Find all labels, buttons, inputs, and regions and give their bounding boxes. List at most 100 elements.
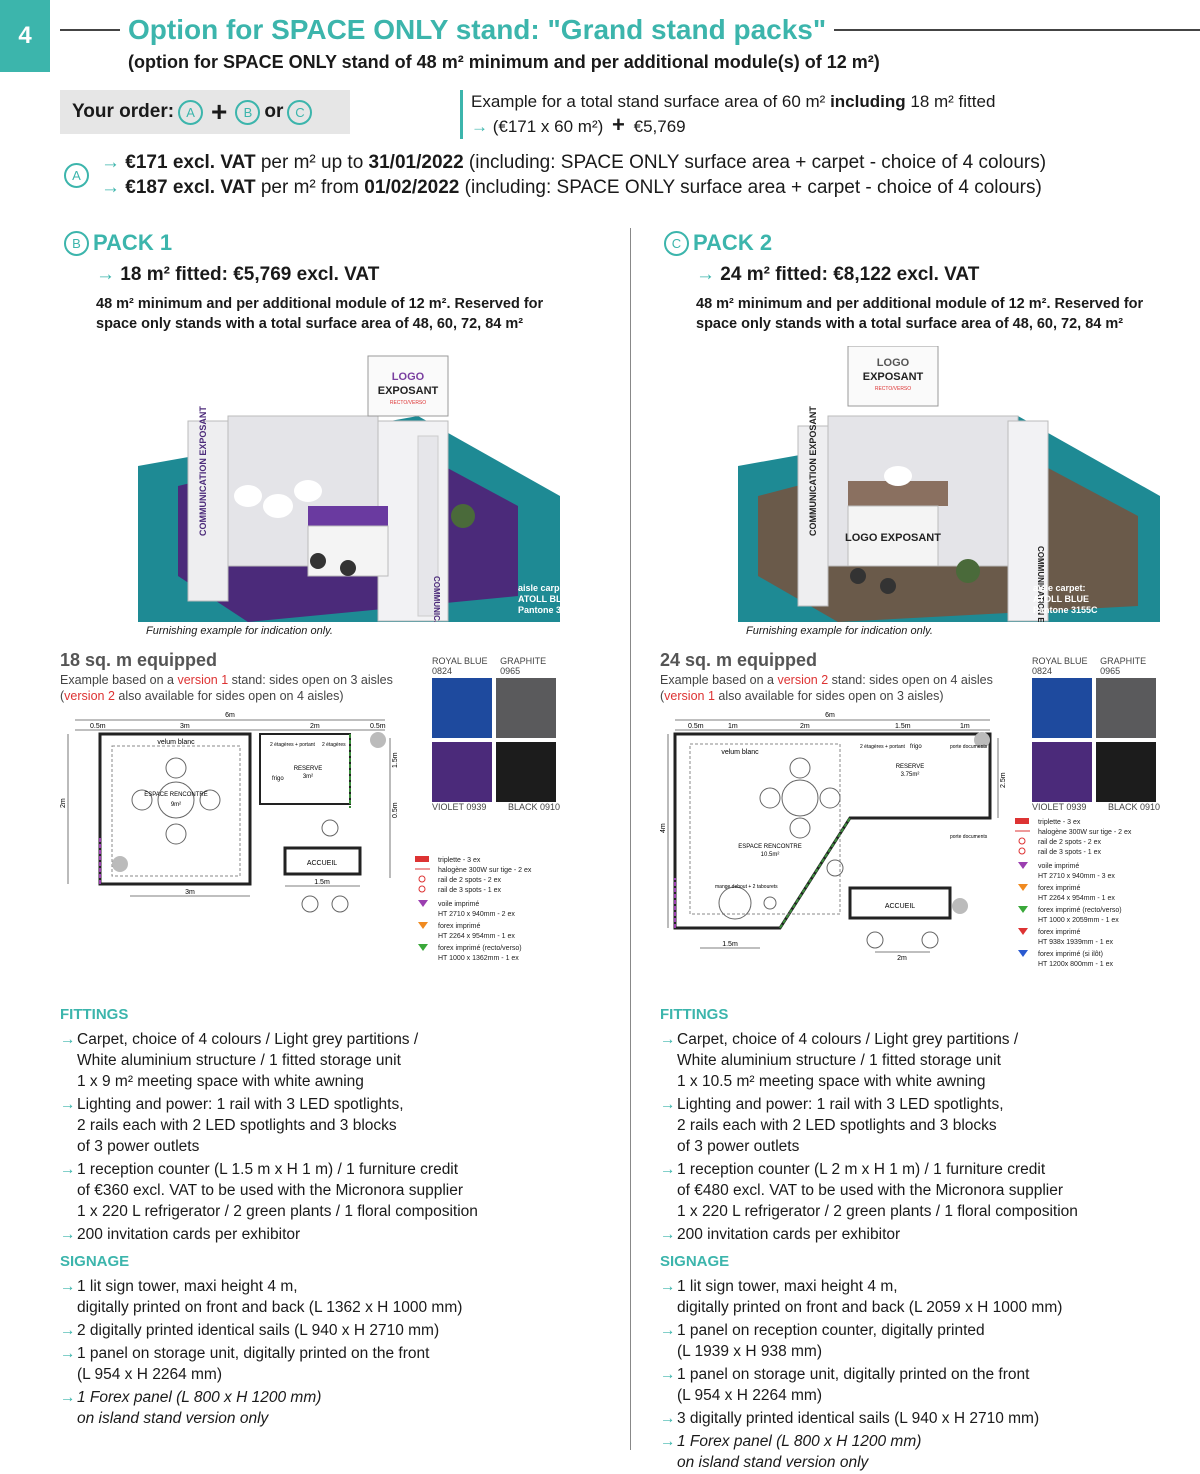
svg-text:10.5m²: 10.5m²	[761, 852, 780, 858]
signage-item: 1 panel on storage unit, digitally print…	[660, 1364, 1190, 1406]
signage-item: 1 lit sign tower, maxi height 4 m, digit…	[660, 1276, 1190, 1318]
render-aisle-label-2: ATOLL BLUE	[1033, 594, 1089, 604]
pack-1-fittings: FITTINGS Carpet, choice of 4 colours / L…	[60, 1006, 590, 1437]
signage-item: 1 lit sign tower, maxi height 4 m, digit…	[60, 1276, 590, 1318]
pack-2-fitted: → 24 m² fitted: €8,122 excl. VAT	[696, 264, 980, 285]
svg-text:ACCUEIL: ACCUEIL	[307, 860, 337, 867]
render-recto-text: RECTO/VERSO	[390, 400, 426, 406]
fitting-item: 200 invitation cards per exhibitor	[60, 1224, 590, 1245]
render-sail-text-2: COMMUNICATION EXPOSANT	[1036, 546, 1045, 622]
svg-text:0.5m: 0.5m	[370, 723, 386, 730]
option-a-prices: A → €171 excl. VAT per m² up to 31/01/20…	[60, 150, 1046, 200]
svg-text:1.5m: 1.5m	[314, 879, 330, 886]
svg-text:frigo: frigo	[910, 744, 922, 750]
render-caption: Furnishing example for indication only.	[146, 625, 333, 637]
option-b-circle: B	[235, 99, 261, 125]
svg-text:2 étagères + portant: 2 étagères + portant	[270, 742, 316, 748]
option-b-circle: B	[64, 230, 89, 256]
your-order-box: Your order: A + B or C	[60, 90, 350, 134]
pack-2-fittings: FITTINGS Carpet, choice of 4 colours / L…	[660, 1006, 1190, 1474]
svg-text:rail de 3 spots - 1 ex: rail de 3 spots - 1 ex	[1038, 849, 1102, 856]
svg-text:1m: 1m	[960, 723, 970, 730]
svg-text:RESERVE: RESERVE	[294, 766, 323, 772]
svg-text:porte documents: porte documents	[950, 834, 988, 840]
svg-text:porte documents: porte documents	[950, 744, 988, 750]
pack-1-fitted: → 18 m² fitted: €5,769 excl. VAT	[96, 264, 380, 285]
svg-text:triplette - 3 ex: triplette - 3 ex	[1038, 819, 1081, 826]
svg-text:rail de 3 spots - 1 ex: rail de 3 spots - 1 ex	[438, 887, 502, 894]
swatch-violet	[432, 742, 492, 802]
price-line-2: → €187 excl. VAT per m² from 01/02/2022 …	[101, 177, 1042, 198]
signage-heading: SIGNAGE	[660, 1253, 730, 1270]
svg-text:forex imprimé (recto/verso): forex imprimé (recto/verso)	[1038, 907, 1122, 914]
svg-text:2m: 2m	[800, 723, 810, 730]
render-aisle-label-1: aisle carpet:	[518, 583, 560, 593]
render-logo-text: LOGO	[877, 357, 910, 369]
svg-text:2 étagères: 2 étagères	[322, 742, 346, 748]
swatch-black	[496, 742, 556, 802]
your-order-label: Your order:	[72, 101, 175, 122]
svg-text:frigo: frigo	[272, 776, 284, 782]
fitting-item: 1 reception counter (L 2 m x H 1 m) / 1 …	[660, 1159, 1190, 1222]
svg-text:1m: 1m	[728, 723, 738, 730]
svg-text:forex imprimé (si ilôt): forex imprimé (si ilôt)	[1038, 951, 1103, 958]
title-rule-left	[60, 29, 120, 31]
swatch-royal-blue	[1032, 678, 1092, 738]
arrow-icon: →	[101, 177, 120, 198]
equipped-note: Example based on a version 2 stand: side…	[660, 673, 993, 703]
render-aisle-label-2: ATOLL BLUE	[518, 594, 560, 604]
svg-text:9m²: 9m²	[171, 802, 181, 808]
page-number-badge: 4	[0, 0, 50, 72]
svg-text:rail de 2 spots - 2 ex: rail de 2 spots - 2 ex	[438, 877, 502, 884]
svg-text:3m: 3m	[185, 889, 195, 896]
pack-2-stand-render: LOGO EXPOSANT RECTO/VERSO LOGO EXPOSANT …	[738, 346, 1160, 622]
svg-text:6m: 6m	[225, 712, 235, 719]
fittings-heading: FITTINGS	[60, 1006, 129, 1023]
svg-text:RESERVE: RESERVE	[896, 764, 925, 770]
svg-text:0.5m: 0.5m	[688, 723, 704, 730]
example-line-1: Example for a total stand surface area o…	[471, 92, 996, 111]
example-box: Example for a total stand surface area o…	[460, 90, 995, 139]
signage-item: 1 panel on reception counter, digitally …	[660, 1320, 1190, 1362]
pack-2-column: C PACK 2 → 24 m² fitted: €8,122 excl. VA…	[660, 228, 1190, 1471]
render-sail-text: COMMUNICATION EXPOSANT	[808, 406, 818, 536]
pack-2-floor-plan: 6m 0.5m 1m 2m 1.5m 1m velum blanc ESPACE…	[660, 712, 1132, 968]
render-exposant-text: EXPOSANT	[863, 371, 924, 383]
render-caption: Furnishing example for indication only.	[746, 625, 933, 637]
svg-text:ESPACE RENCONTRE: ESPACE RENCONTRE	[738, 844, 802, 850]
svg-text:6m: 6m	[825, 712, 835, 719]
svg-text:1.5m: 1.5m	[722, 941, 738, 948]
svg-text:ESPACE RENCONTRE: ESPACE RENCONTRE	[144, 792, 208, 798]
example-line-2: → (€171 x 60 m²) + €5,769	[471, 112, 686, 137]
swatch-royal-blue	[432, 678, 492, 738]
title-rule-right	[834, 29, 1200, 31]
svg-text:HT 2264 x 954mm - 1 ex: HT 2264 x 954mm - 1 ex	[1038, 895, 1115, 902]
fitting-item: Lighting and power: 1 rail with 3 LED sp…	[660, 1094, 1190, 1157]
svg-text:voile imprimé: voile imprimé	[438, 901, 479, 908]
swatch-black	[1096, 742, 1156, 802]
svg-text:2m: 2m	[897, 955, 907, 962]
svg-text:HT 938x 1939mm - 1 ex: HT 938x 1939mm - 1 ex	[1038, 939, 1113, 946]
svg-text:HT 2710 x 940mm - 2 ex: HT 2710 x 940mm - 2 ex	[438, 911, 515, 918]
pack-1-floor-plan: 6m 0.5m 3m 2m 0.5m velum blanc ESPACE RE…	[60, 712, 532, 962]
signage-item: 1 Forex panel (L 800 x H 1200 mm) on isl…	[660, 1431, 1190, 1473]
pack-2-title: C PACK 2	[660, 228, 1190, 258]
svg-text:rail de 2 spots - 2 ex: rail de 2 spots - 2 ex	[1038, 839, 1102, 846]
fitting-item: 200 invitation cards per exhibitor	[660, 1224, 1190, 1245]
fitting-item: Carpet, choice of 4 colours / Light grey…	[660, 1029, 1190, 1092]
or-label: or	[264, 101, 284, 122]
arrow-icon: →	[101, 152, 120, 173]
svg-text:forex imprimé (recto/verso): forex imprimé (recto/verso)	[438, 945, 522, 952]
plus-icon: +	[211, 96, 228, 127]
swatch-graphite	[496, 678, 556, 738]
render-aisle-label-3: Pantone 3155C	[1033, 605, 1098, 615]
option-c-circle: C	[664, 230, 689, 256]
pack-1-stand-render: LOGO EXPOSANT RECTO/VERSO COMMUNICATION …	[138, 355, 560, 622]
render-exposant-text: EXPOSANT	[378, 385, 439, 397]
price-line-1: → €171 excl. VAT per m² up to 31/01/2022…	[101, 152, 1047, 173]
render-sail-text: COMMUNICATION EXPOSANT	[198, 406, 208, 536]
fitting-item: 1 reception counter (L 1.5 m x H 1 m) / …	[60, 1159, 590, 1222]
svg-text:velum blanc: velum blanc	[157, 739, 195, 746]
svg-text:1.5m: 1.5m	[392, 752, 399, 768]
